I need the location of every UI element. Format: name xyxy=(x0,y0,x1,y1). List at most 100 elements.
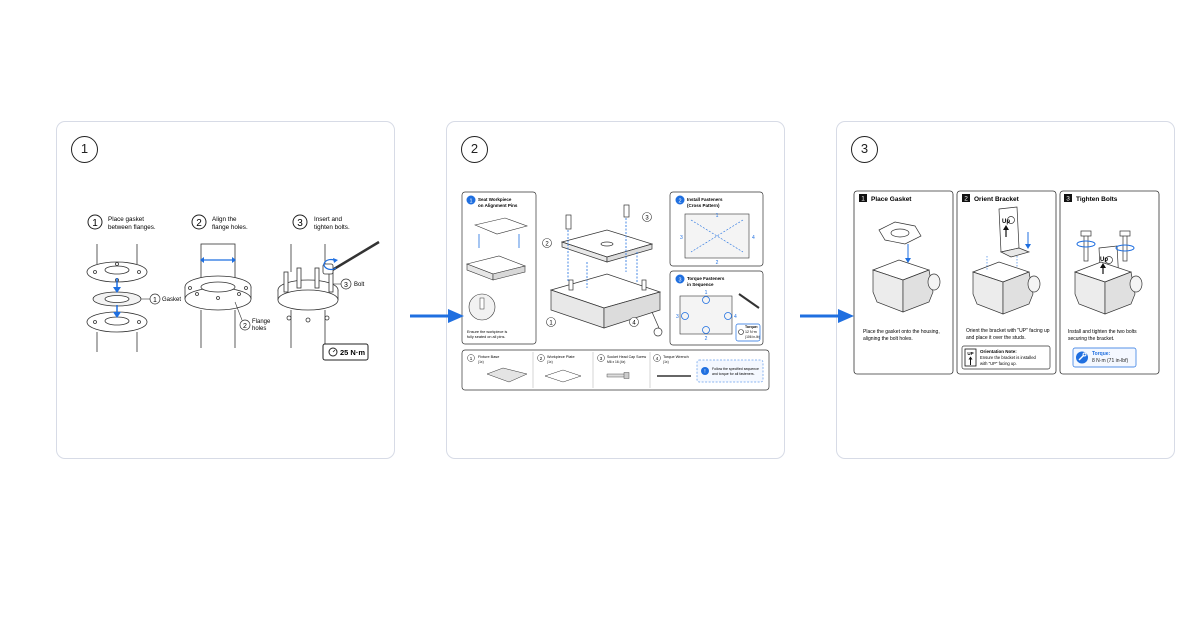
assembly-guide-arrows xyxy=(567,218,638,288)
step-header-3: 3 Insert and tighten bolts. xyxy=(292,214,350,231)
svg-text:2: 2 xyxy=(243,323,247,330)
svg-text:2: 2 xyxy=(545,242,549,248)
exploded-flanges xyxy=(86,244,148,352)
svg-text:Up: Up xyxy=(1100,257,1108,263)
svg-text:and torque for all fasteners.: and torque for all fasteners. xyxy=(712,372,755,376)
svg-text:2: 2 xyxy=(716,260,719,266)
svg-text:securing the bracket.: securing the bracket. xyxy=(1068,336,1114,342)
gasket-callout: 1 Gasket xyxy=(141,293,181,305)
svg-text:12 N·m: 12 N·m xyxy=(745,330,757,334)
svg-text:4: 4 xyxy=(656,356,659,361)
svg-text:2: 2 xyxy=(678,199,681,205)
svg-text:Follow the specified sequence: Follow the specified sequence xyxy=(712,367,759,371)
svg-text:2: 2 xyxy=(964,196,968,203)
torque-sequence-card: 3 Torque Fasteners in Sequence 1 2 3 4 T… xyxy=(669,270,764,346)
svg-text:(1x): (1x) xyxy=(547,360,553,364)
svg-text:Seat Workpiece: Seat Workpiece xyxy=(478,197,512,202)
rotate-arrow-icon xyxy=(1076,240,1135,252)
svg-text:M6 x 16 (4x): M6 x 16 (4x) xyxy=(607,360,625,364)
install-fasteners-card: 2 Install Fasteners (Cross Pattern) 1 2 … xyxy=(669,191,764,267)
svg-text:Bolt: Bolt xyxy=(354,282,365,288)
step-panel-3: 3 1 Place Gasket Place the gasket onto t… xyxy=(836,121,1175,459)
svg-text:1: 1 xyxy=(861,196,865,203)
down-arrows xyxy=(113,278,121,318)
svg-text:Orient the bracket with "UP" f: Orient the bracket with "UP" facing up xyxy=(966,328,1050,334)
svg-text:!: ! xyxy=(704,369,705,375)
svg-text:3: 3 xyxy=(645,216,649,222)
svg-text:4: 4 xyxy=(734,314,737,320)
svg-text:4: 4 xyxy=(632,321,636,327)
svg-text:1: 1 xyxy=(470,356,473,361)
svg-text:8 N·m (71 in-lbf): 8 N·m (71 in-lbf) xyxy=(1092,358,1128,364)
part-item-fixture-base: 1 Fixture Base (1x) xyxy=(467,354,528,383)
svg-text:1: 1 xyxy=(92,218,98,229)
svg-text:on Alignment Pins: on Alignment Pins xyxy=(478,203,518,208)
svg-text:Fixture Base: Fixture Base xyxy=(478,355,499,359)
svg-text:Workpiece Plate: Workpiece Plate xyxy=(547,355,575,359)
svg-text:Insert and: Insert and xyxy=(314,216,343,223)
svg-text:1: 1 xyxy=(549,321,553,327)
svg-text:Torque:: Torque: xyxy=(1092,351,1111,357)
svg-text:Align the: Align the xyxy=(212,216,237,223)
svg-text:3: 3 xyxy=(680,235,683,241)
step-header-1: 1 Place gasket between flanges. xyxy=(87,214,156,231)
svg-text:Tighten Bolts: Tighten Bolts xyxy=(1076,196,1118,203)
card-tighten-bolts: 3 Tighten Bolts Up Install and tighten t… xyxy=(1059,190,1160,375)
main-callouts: 2 3 1 4 xyxy=(542,212,652,327)
svg-text:3: 3 xyxy=(600,356,603,361)
flange-assembly-illustration: 1 Place gasket between flanges. 2 Align … xyxy=(86,214,380,361)
svg-text:25 N·m: 25 N·m xyxy=(340,348,365,357)
panel-number: 2 xyxy=(461,136,488,163)
bolted-flange xyxy=(277,240,380,348)
seat-workpiece-card: 1 Seat Workpiece on Alignment Pins Ensur… xyxy=(461,191,537,345)
svg-text:2: 2 xyxy=(540,356,543,361)
svg-text:(1x): (1x) xyxy=(663,360,669,364)
svg-text:1: 1 xyxy=(716,213,719,219)
svg-text:with "UP" facing up.: with "UP" facing up. xyxy=(980,361,1017,366)
exploded-fixture-view xyxy=(549,204,663,337)
svg-text:Place Gasket: Place Gasket xyxy=(871,196,912,203)
svg-text:Orient Bracket: Orient Bracket xyxy=(974,196,1020,203)
part-item-cap-screw: 3 Socket Head Cap Screw M6 x 16 (4x) xyxy=(597,354,647,379)
svg-text:Place the gasket onto the hous: Place the gasket onto the housing, xyxy=(863,329,940,335)
svg-text:holes: holes xyxy=(252,326,266,332)
svg-text:Torque Fasteners: Torque Fasteners xyxy=(687,276,725,281)
bolt-callout: 3 Bolt xyxy=(333,278,365,290)
flow-arrow-icon xyxy=(800,309,854,323)
svg-text:Ensure the workpiece is: Ensure the workpiece is xyxy=(467,330,507,334)
svg-text:Flange: Flange xyxy=(252,319,271,325)
step-header-2: 2 Align the flange holes. xyxy=(191,214,248,231)
svg-text:1: 1 xyxy=(469,199,472,205)
part-item-workpiece-plate: 2 Workpiece Plate (1x) xyxy=(537,354,582,383)
torque-badge: 25 N·m xyxy=(322,343,369,361)
svg-text:UP: UP xyxy=(967,351,973,356)
svg-text:2: 2 xyxy=(196,218,202,229)
svg-text:(Cross Pattern): (Cross Pattern) xyxy=(687,203,720,208)
aligned-flanges xyxy=(184,243,252,348)
svg-text:3: 3 xyxy=(1066,196,1070,203)
svg-text:and place it over the studs.: and place it over the studs. xyxy=(966,335,1026,341)
svg-text:(106 in-lb): (106 in-lb) xyxy=(745,335,760,339)
svg-text:3: 3 xyxy=(678,278,681,284)
svg-text:Install and tighten the two bo: Install and tighten the two bolts xyxy=(1068,329,1137,335)
svg-text:Up: Up xyxy=(1002,219,1010,225)
svg-text:1: 1 xyxy=(705,290,708,296)
panel-number: 3 xyxy=(851,136,878,163)
svg-text:(1x): (1x) xyxy=(478,360,484,364)
svg-text:1: 1 xyxy=(153,297,157,304)
card-place-gasket: 1 Place Gasket Place the gasket onto the… xyxy=(853,190,954,375)
svg-text:Gasket: Gasket xyxy=(162,297,181,303)
info-note: ! Follow the specified sequence and torq… xyxy=(696,359,764,383)
parts-list: 1 Fixture Base (1x) 2 Workpiece Plate (1… xyxy=(461,349,770,391)
svg-text:flange holes.: flange holes. xyxy=(212,224,248,231)
panel-number: 1 xyxy=(71,136,98,163)
align-arrow xyxy=(200,257,236,263)
fixture-assembly-sheet: 1 Seat Workpiece on Alignment Pins Ensur… xyxy=(461,191,770,391)
svg-text:Ensure the bracket is installe: Ensure the bracket is installed xyxy=(980,355,1037,360)
card-orient-bracket: 2 Orient Bracket Up Orient the brack xyxy=(956,190,1057,375)
svg-text:Orientation Note:: Orientation Note: xyxy=(980,349,1017,354)
svg-text:aligning the bolt holes.: aligning the bolt holes. xyxy=(863,336,913,342)
svg-text:Socket Head Cap Screw: Socket Head Cap Screw xyxy=(607,355,647,359)
svg-text:3: 3 xyxy=(676,314,679,320)
svg-text:between flanges.: between flanges. xyxy=(108,224,156,231)
